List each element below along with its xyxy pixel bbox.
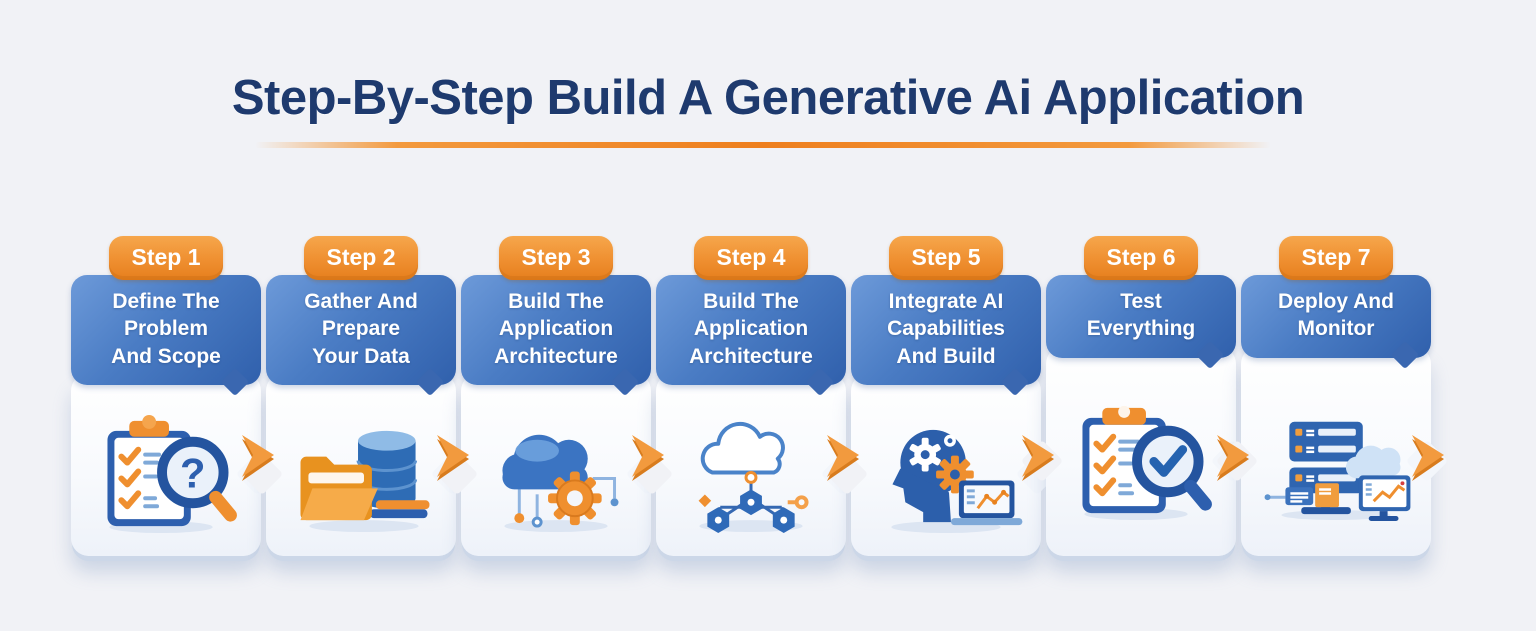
checklist-verify-icon [1082, 405, 1212, 520]
step-1-title: Define The Problem And Scope [71, 275, 261, 385]
chevron-right-icon [1412, 435, 1444, 481]
step-7-title: Deploy And Monitor [1241, 275, 1431, 358]
step-4-card [656, 372, 846, 556]
step-5-badge: Step 5 [889, 236, 1003, 280]
steps-row: Step 1 Define The Problem And Scope [71, 236, 1444, 556]
svg-text:?: ? [180, 450, 205, 497]
chevron-right-icon [827, 435, 859, 481]
step-4-badge: Step 4 [694, 236, 808, 280]
step-5-title: Integrate AI Capabilities And Build [851, 275, 1041, 385]
step-6-card [1046, 345, 1236, 556]
page-title: Step-By-Step Build A Generative Ai Appli… [231, 71, 1305, 125]
folder-database-icon [300, 431, 430, 533]
step-3-title: Build The Application Architecture [461, 275, 651, 385]
step-7-column: Step 7 Deploy And Monitor [1241, 236, 1444, 556]
cloud-gear-icon [502, 435, 619, 533]
step-2-title: Gather And Prepare Your Data [266, 275, 456, 385]
step-3-card [461, 372, 651, 556]
ai-head-laptop-icon [891, 430, 1023, 534]
step-3-column: Step 3 Build The Application Architectur… [461, 236, 664, 556]
servers-monitoring-icon [1264, 421, 1411, 521]
chevron-right-icon [1022, 435, 1054, 481]
step-7-card [1241, 345, 1431, 556]
step-5-card [851, 372, 1041, 556]
step-4-column: Step 4 Build The Application Architectur… [656, 236, 859, 556]
cloud-network-icon [698, 422, 809, 534]
step-1-card: ? [71, 372, 261, 556]
chevron-right-icon [242, 435, 274, 481]
step-3-badge: Step 3 [499, 236, 613, 280]
clipboard-search-icon: ? [107, 415, 237, 534]
step-6-badge: Step 6 [1084, 236, 1198, 280]
step-2-badge: Step 2 [304, 236, 418, 280]
chevron-right-icon [632, 435, 664, 481]
chevron-right-icon [1217, 435, 1249, 481]
step-1-badge: Step 1 [109, 236, 223, 280]
title-underline [255, 142, 1271, 148]
step-7-badge: Step 7 [1279, 236, 1393, 280]
step-2-column: Step 2 Gather And Prepare Your Data [266, 236, 469, 556]
step-6-column: Step 6 Test Everything [1046, 236, 1249, 556]
step-4-title: Build The Application Architecture [656, 275, 846, 385]
step-6-title: Test Everything [1046, 275, 1236, 358]
step-2-card [266, 372, 456, 556]
step-1-column: Step 1 Define The Problem And Scope [71, 236, 274, 556]
step-5-column: Step 5 Integrate AI Capabilities And Bui… [851, 236, 1054, 556]
chevron-right-icon [437, 435, 469, 481]
